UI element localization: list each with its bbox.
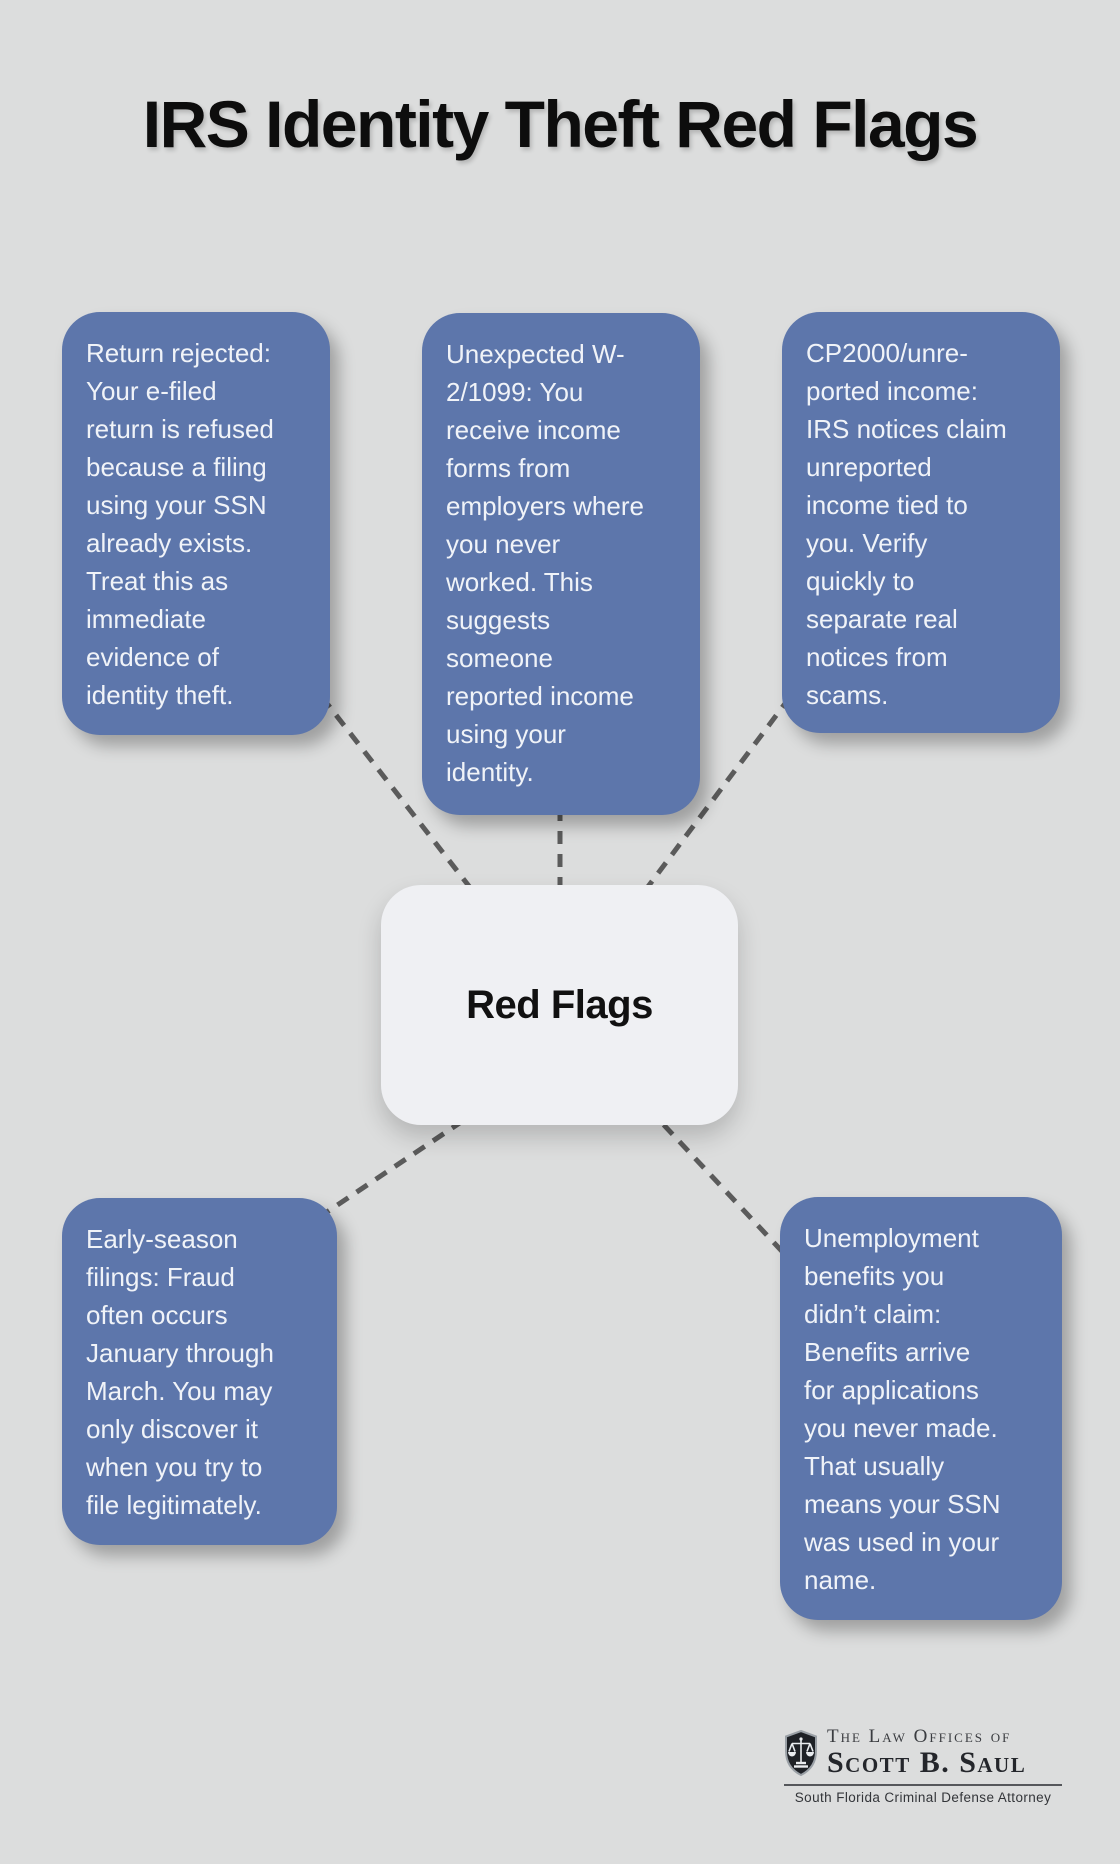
flag-card-unemployment-benefits: Unemployment benefits you didn’t claim: …: [780, 1197, 1062, 1620]
center-node: Red Flags: [381, 885, 738, 1125]
connector-line-bottom-right: [646, 1106, 794, 1264]
logo-tagline: South Florida Criminal Defense Attorney: [794, 1790, 1052, 1805]
flag-text-unexpected-w2-1099: Unexpected W- 2/1099: You receive income…: [446, 339, 644, 787]
flag-card-cp2000-unreported-income: CP2000/unre- ported income: IRS notices …: [782, 312, 1060, 733]
flag-card-early-season-filings: Early-season filings: Fraud often occurs…: [62, 1198, 337, 1545]
flag-card-unexpected-w2-1099: Unexpected W- 2/1099: You receive income…: [422, 313, 700, 815]
flag-text-unemployment-benefits: Unemployment benefits you didn’t claim: …: [804, 1223, 1001, 1595]
logo-top-row: The Law Offices of Scott B. Saul: [784, 1727, 1062, 1778]
shield-icon: [785, 1729, 817, 1776]
logo-firm-prefix: The Law Offices of: [827, 1726, 1012, 1747]
law-firm-logo: The Law Offices of Scott B. Saul South F…: [784, 1727, 1062, 1805]
center-node-label: Red Flags: [466, 982, 653, 1027]
page-title: IRS Identity Theft Red Flags: [142, 87, 979, 161]
logo-firm-name: Scott B. Saul: [827, 1746, 1027, 1779]
flag-text-return-rejected: Return rejected: Your e-filed return is …: [86, 338, 274, 710]
logo-divider: [784, 1784, 1062, 1786]
scales-icon: [788, 1736, 814, 1768]
connector-line-top-right: [629, 695, 793, 910]
flag-card-return-rejected: Return rejected: Your e-filed return is …: [62, 312, 330, 735]
flag-text-early-season-filings: Early-season filings: Fraud often occurs…: [86, 1224, 274, 1520]
flag-text-cp2000-unreported-income: CP2000/unre- ported income: IRS notices …: [806, 338, 1007, 710]
logo-wordmark: The Law Offices of Scott B. Saul: [827, 1726, 1027, 1779]
connector-line-bottom-left: [316, 1105, 484, 1221]
